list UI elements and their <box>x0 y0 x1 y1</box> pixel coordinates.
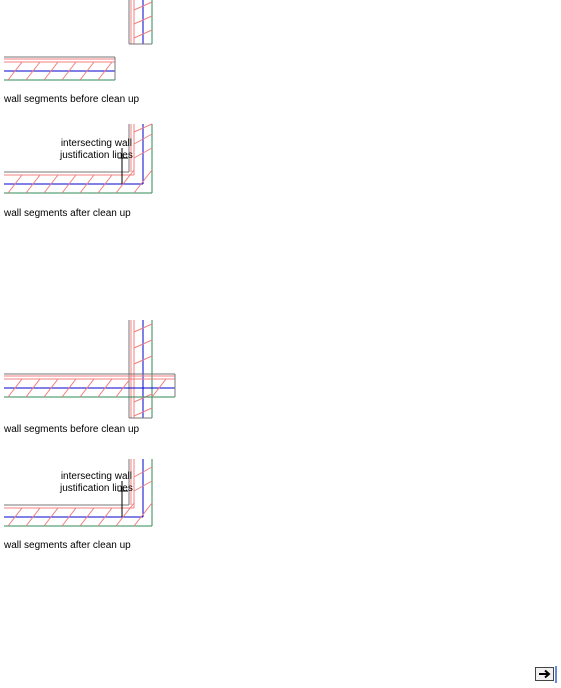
callout-line-2: justification lines <box>60 483 133 494</box>
arrow-right-icon <box>535 666 557 683</box>
callout-line-1: intersecting wall <box>60 471 132 482</box>
figure-caption: wall segments after clean up <box>4 540 131 551</box>
figure-caption: wall segments before clean up <box>4 424 140 435</box>
figure-before-cleanup-t: wall segments before clean up <box>0 318 561 440</box>
figure-caption: wall segments after clean up <box>4 208 131 219</box>
wall-diagram-after-t <box>4 459 153 527</box>
figure-after-cleanup-t: intersecting wall justification lines wa… <box>0 455 561 555</box>
joined-wall-t <box>4 459 153 527</box>
vertical-wall-segment <box>128 0 153 45</box>
callout-label: intersecting wall justification lines <box>60 471 133 495</box>
horizontal-wall-segment <box>4 56 116 81</box>
horizontal-wall-segment <box>4 373 176 398</box>
figure-caption: wall segments before clean up <box>4 94 140 105</box>
joined-wall-l <box>4 123 153 194</box>
callout-label: intersecting wall justification lines <box>60 138 133 162</box>
next-page-button[interactable] <box>535 666 557 683</box>
wall-diagram-before-t <box>4 320 176 419</box>
callout-line-1: intersecting wall <box>60 138 132 149</box>
vertical-wall-segment <box>128 320 153 419</box>
wall-diagram-before-l <box>4 0 153 81</box>
figure-before-cleanup-l: wall segments before clean up <box>0 0 561 110</box>
figure-after-cleanup-l: intersecting wall justification lines wa… <box>0 120 561 230</box>
callout-line-2: justification lines <box>60 150 133 161</box>
wall-diagram-after-l <box>4 123 153 194</box>
